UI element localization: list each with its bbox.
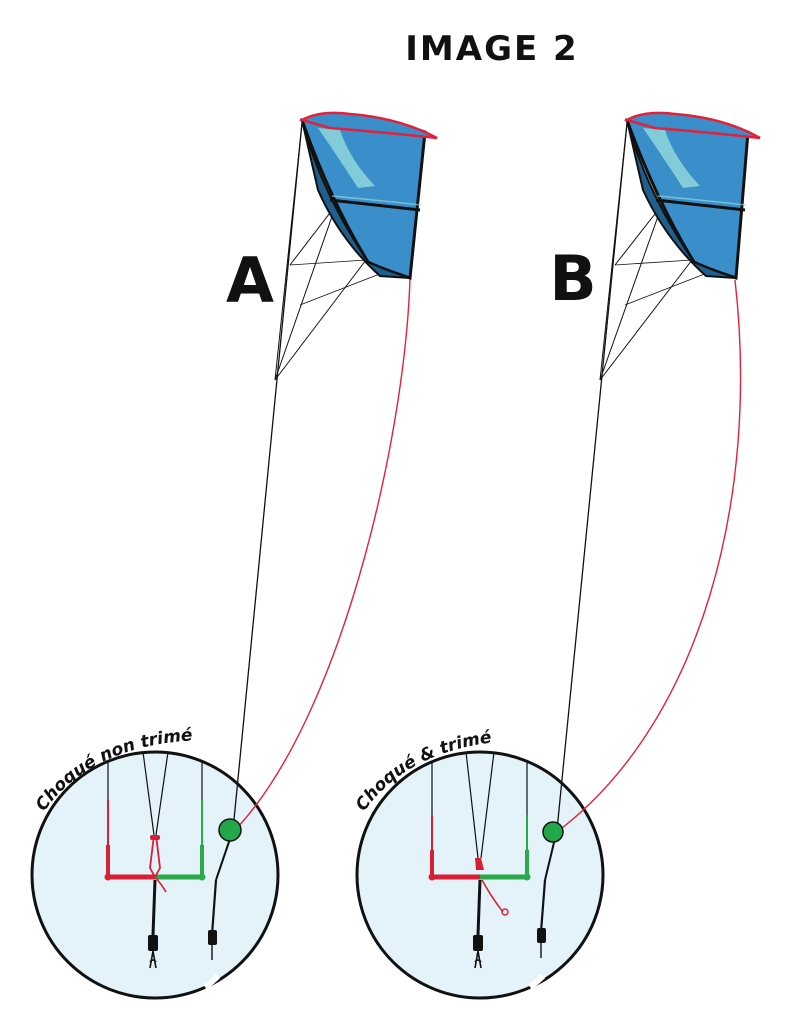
control-bar-b: [428, 752, 547, 969]
panel-b: B Choqué & trimé: [352, 111, 761, 1000]
trim-marker-a: [218, 818, 242, 842]
kite-b: [623, 111, 761, 281]
image-title: IMAGE 2: [405, 29, 578, 69]
leading-edge-b: [623, 111, 761, 140]
panel-a: A Choqué non trimé: [30, 111, 438, 1000]
kite-a: [298, 111, 438, 281]
trim-marker-b: [542, 821, 564, 843]
steering-line-a: [234, 277, 411, 831]
leading-edge-a: [298, 111, 438, 140]
steering-line-b: [561, 279, 742, 829]
panel-letter-b: B: [549, 242, 596, 315]
panel-letter-a: A: [226, 244, 274, 317]
